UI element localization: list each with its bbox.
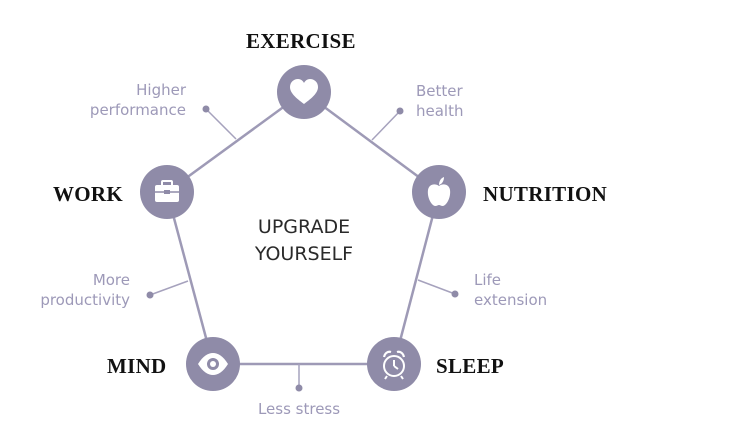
node-label-nutrition: NUTRITION — [483, 182, 608, 206]
benefit-more-productivity-line1: More — [92, 271, 130, 289]
benefit-less-stress-line1: Less stress — [257, 400, 341, 418]
benefit-better-health-line1: Better — [416, 82, 463, 100]
alarm-clock-icon — [382, 350, 406, 380]
edge-exercise-nutrition — [303, 90, 440, 194]
connector-dot-better-health — [396, 107, 404, 115]
node-label-sleep: SLEEP — [436, 354, 505, 378]
center-title: UPGRADE YOURSELF — [230, 214, 378, 268]
connector-dot-less-stress — [295, 384, 303, 392]
center-title-line2: YOURSELF — [254, 243, 354, 265]
pentagon-edges — [165, 90, 441, 366]
benefit-more-productivity-line2: productivity — [40, 291, 130, 309]
edge-nutrition-sleep — [392, 191, 441, 365]
node-label-mind: MIND — [107, 354, 167, 378]
benefit-better-health: Better health — [416, 81, 463, 121]
benefit-life-extension-line2: extension — [474, 291, 548, 309]
connector-higher-performance — [205, 108, 237, 140]
node-nutrition — [412, 165, 466, 219]
edge-work-exercise — [166, 90, 305, 194]
eye-icon — [198, 353, 228, 375]
node-exercise — [277, 65, 331, 119]
benefit-connectors — [146, 105, 459, 392]
benefit-life-extension: Life extension — [474, 270, 547, 310]
connector-dot-higher-performance — [202, 105, 210, 113]
node-sleep — [367, 337, 421, 391]
node-label-exercise: EXERCISE — [246, 29, 356, 53]
connector-life-extension — [417, 279, 456, 295]
briefcase-icon — [155, 180, 179, 202]
benefit-less-stress: Less stress — [246, 399, 352, 419]
center-title-line1: UPGRADE — [257, 216, 351, 238]
benefit-higher-performance-line2: performance — [89, 101, 186, 119]
benefit-life-extension-line1: Life — [474, 271, 502, 289]
benefit-more-productivity: More productivity — [20, 270, 130, 310]
connector-better-health — [371, 110, 401, 141]
benefit-higher-performance-line1: Higher — [136, 81, 186, 99]
node-mind — [186, 337, 240, 391]
benefit-better-health-line2: health — [416, 102, 464, 120]
edge-mind-work — [165, 191, 215, 365]
connector-more-productivity — [149, 280, 189, 296]
node-work — [140, 165, 194, 219]
benefit-higher-performance: Higher performance — [70, 80, 186, 120]
heart-icon — [290, 79, 318, 104]
connector-dot-more-productivity — [146, 291, 154, 299]
apple-icon — [427, 177, 451, 206]
connector-dot-life-extension — [451, 290, 459, 298]
node-label-work: WORK — [53, 182, 124, 206]
